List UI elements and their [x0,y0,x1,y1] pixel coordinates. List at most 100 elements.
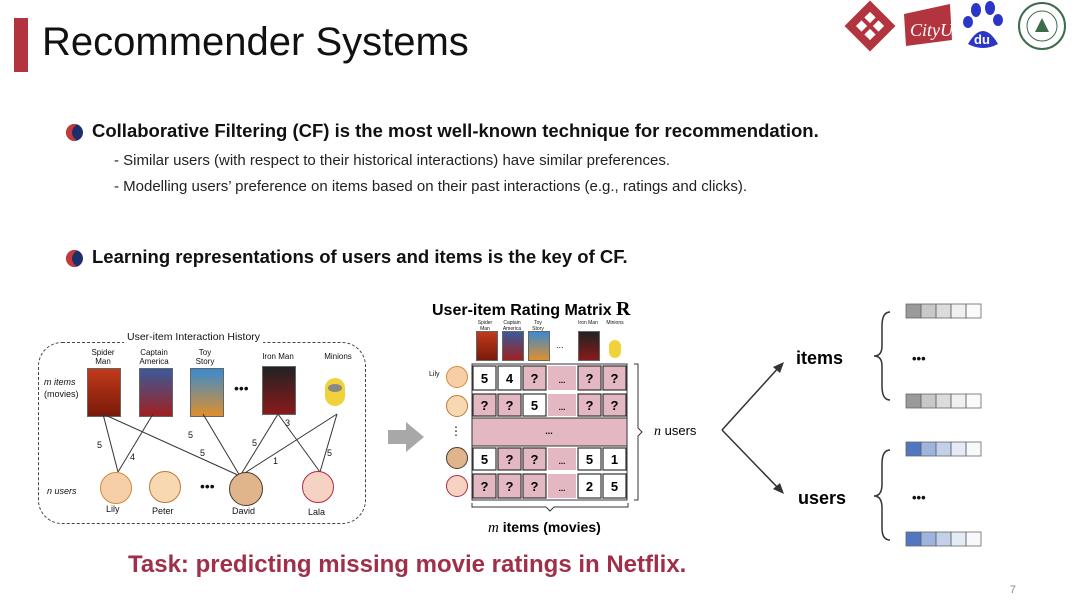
matrix-cell [497,473,522,499]
matrix-cell-text: ... [545,426,553,436]
matrix-m-items-text: items (movies) [502,519,601,535]
avatar-peter [149,471,181,503]
matrix-cell-text: 5 [586,452,593,467]
matrix-cell [577,447,602,471]
msu-seal-logo [1018,2,1066,50]
users-brace [873,449,891,541]
matrix-cell-text: ? [531,479,539,494]
matrix-bottom-brace [471,503,629,512]
matrix-cell-text: 1 [611,452,618,467]
matrix-cell [497,447,522,471]
matrix-avatar-lala [446,475,468,497]
history-user-ellipsis: ••• [200,478,215,494]
user-name-david: David [232,506,256,516]
matrix-cell [522,447,547,471]
svg-text:1: 1 [273,456,278,466]
history-edges: 5 4 5 5 5 1 3 5 [97,413,338,477]
polyu-logo [844,0,896,52]
matrix-cell [497,365,522,391]
users-embedding-label: users [798,488,847,508]
matrix-cell-text: ? [531,452,539,467]
matrix-title-text: User-item Rating Matrix [432,302,612,319]
movie-label-iron-man: Iron Man [262,352,294,361]
matrix-cell-text: ... [559,457,566,466]
movie-poster-captain-america [139,368,173,417]
vector-cell [920,531,937,547]
logo-strip: CityU du [840,0,1080,60]
matrix-cell [602,393,627,417]
matrix-cell-text: ? [481,398,489,413]
factorization-arrows [721,362,784,494]
matrix-cell [577,393,602,417]
svg-text:5: 5 [252,438,257,448]
vector-cell [935,393,952,409]
matrix-cell-text: ... [559,376,566,385]
page-number: 7 [1009,584,1016,596]
matrix-m-items-label: m items (movies) [488,519,601,537]
matrix-cell [602,365,627,391]
svg-text:du: du [974,32,990,47]
baidu-logo: du [963,1,1003,48]
logos-svg: CityU du [844,0,1066,52]
vector-cell [905,441,922,457]
matrix-movie-label-captain-america: Captain America [502,320,522,332]
vector-cell [920,303,937,319]
matrix-cell [602,473,627,499]
matrix-row-dots: ⋮ [450,424,462,438]
matrix-poster-captain-america [502,331,524,361]
matrix-title: User-item Rating Matrix R [432,298,631,321]
matrix-cell [522,393,547,417]
movie-poster-minions [318,364,352,410]
matrix-cell [472,393,497,417]
vector-cell [905,303,922,319]
bullet-1-sub-1: - Similar users (with respect to their h… [114,152,671,169]
matrix-cell-text: ? [531,371,539,386]
movie-label-captain-america: Captain America [139,348,169,366]
vector-cell [935,531,952,547]
movie-label-toy-story: Toy Story [195,348,215,366]
vector-cell [965,393,982,409]
user-name-lily: Lily [106,504,120,514]
matrix-movie-label-spiderman: Spider Man [477,320,493,332]
matrix-m-symbol: m [488,520,499,536]
matrix-cell [577,365,602,391]
matrix-cell [548,366,576,390]
movie-poster-toy-story [190,368,224,417]
cityu-logo: CityU [904,4,954,46]
matrix-movie-label-minions: Minions [606,320,624,326]
user-vector-top [905,441,982,457]
task-statement: Task: predicting missing movie ratings i… [128,551,687,578]
history-n-users-label: n users [47,486,77,496]
matrix-avatar-lily [446,366,468,388]
matrix-cell-text: 5 [481,452,488,467]
history-m-items-sub: (movies) [44,389,79,399]
matrix-cell-text: ? [586,371,594,386]
matrix-cell-text: 5 [481,371,488,386]
matrix-row-user-lily: Lily [429,371,440,378]
matrix-cell-text: 2 [586,479,593,494]
avatar-lily [100,472,132,504]
user-name-peter: Peter [152,506,174,516]
svg-text:5: 5 [327,448,332,458]
bullet-2-text: Learning representations of users and it… [92,246,628,267]
matrix-avatar-david [446,447,468,469]
matrix-cell [472,447,497,471]
matrix-col-ellipsis: ... [556,340,564,350]
matrix-poster-toy-story [528,331,550,361]
matrix-cell-text: ? [506,452,514,467]
matrix-cell [472,473,497,499]
matrix-cell-text: ? [586,398,594,413]
vector-cell [935,441,952,457]
svg-text:5: 5 [188,430,193,440]
svg-text:CityU: CityU [910,20,954,40]
avatar-david [229,472,263,506]
items-embedding-label: items [796,348,844,368]
matrix-cell [522,365,547,391]
title-accent-bar [14,18,28,72]
matrix-cell-text: ? [506,479,514,494]
movie-label-spiderman: Spider Man [91,348,115,366]
matrix-cell-text: ... [559,403,566,412]
movie-poster-spiderman [87,368,121,417]
vector-cell [965,441,982,457]
svg-text:3: 3 [285,418,290,428]
